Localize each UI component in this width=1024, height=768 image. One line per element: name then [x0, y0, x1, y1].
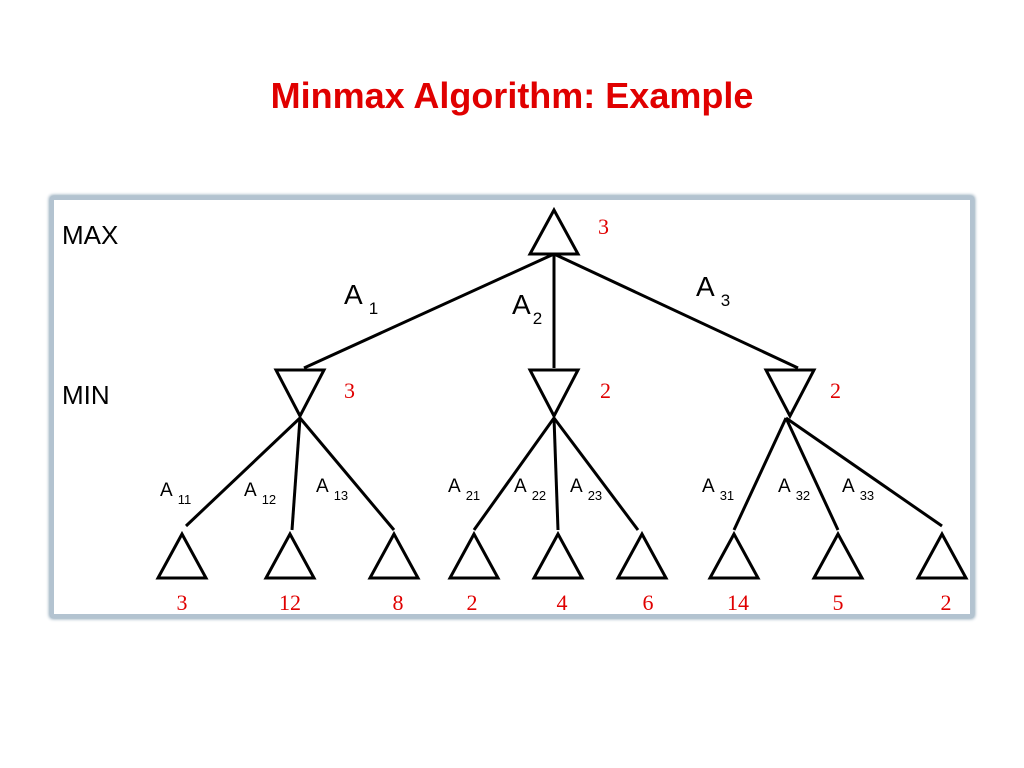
minimax-tree-diagram: MAX MIN — [62, 206, 969, 614]
leaf-node-a13 — [367, 530, 421, 580]
edge-root-a1 — [303, 252, 555, 370]
edge-a13 — [298, 417, 396, 531]
leaf-value-a11: 3 — [177, 590, 188, 614]
min-node-a3 — [763, 368, 817, 420]
leaf-node-a12 — [263, 530, 317, 580]
edge-a11 — [184, 416, 302, 528]
edge-a31 — [732, 417, 788, 531]
leaf-node-a11 — [155, 530, 209, 580]
leaf-value-a33: 2 — [941, 590, 952, 614]
leaf-value-a23: 6 — [643, 590, 654, 614]
leaf-value-a21: 2 — [467, 590, 478, 614]
edge-a33 — [785, 416, 943, 528]
max-node-root — [527, 206, 581, 256]
min-value-a3: 2 — [830, 378, 841, 403]
edge-a21 — [472, 417, 556, 531]
leaf-node-a33 — [915, 530, 969, 580]
edge-a23 — [552, 417, 640, 531]
leaf-value-a12: 12 — [279, 590, 301, 614]
min-node-a2 — [527, 368, 581, 420]
leaf-value-a31: 14 — [727, 590, 749, 614]
edge-root-a3 — [553, 252, 799, 370]
edge-a12 — [290, 417, 302, 531]
leaf-node-a23 — [615, 530, 669, 580]
min-value-a2: 2 — [600, 378, 611, 403]
root-value: 3 — [598, 214, 609, 239]
minimax-tree-figure: MAX MIN — [50, 196, 974, 618]
edge-a22 — [552, 417, 560, 531]
min-node-a1 — [273, 368, 327, 420]
max-level-label: MAX — [62, 220, 118, 250]
leaf-node-a22 — [531, 530, 585, 580]
leaf-value-a13: 8 — [393, 590, 404, 614]
min-level-label: MIN — [62, 380, 110, 410]
leaf-value-a32: 5 — [833, 590, 844, 614]
leaf-value-a22: 4 — [557, 590, 568, 614]
tree-nodes — [155, 206, 969, 580]
tree-edges — [184, 252, 943, 531]
leaf-node-a32 — [811, 530, 865, 580]
leaf-node-a21 — [447, 530, 501, 580]
leaf-node-a31 — [707, 530, 761, 580]
slide-title: Minmax Algorithm: Example — [270, 75, 754, 116]
edge-a32 — [784, 417, 840, 531]
min-value-a1: 3 — [344, 378, 355, 403]
